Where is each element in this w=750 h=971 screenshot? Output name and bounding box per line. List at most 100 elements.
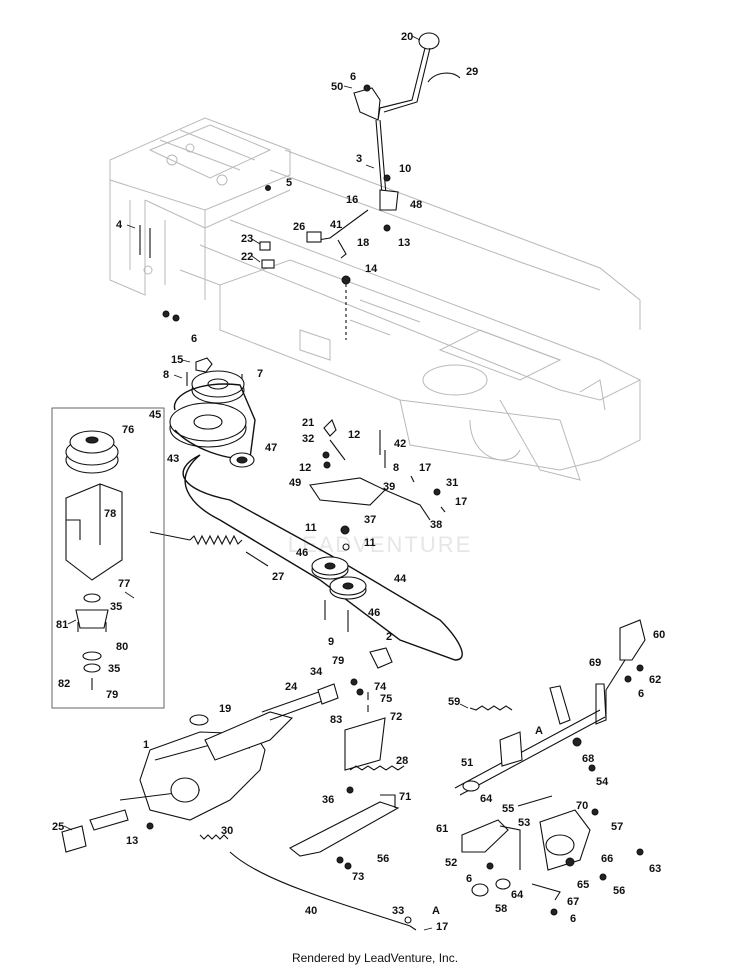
callout-label: 6 [191,333,197,345]
callout-label: 11 [305,522,317,534]
callout-label: 81 [56,619,68,631]
callout-label: 38 [430,519,442,531]
callout-label: 53 [518,817,530,829]
callout-label: 75 [380,693,392,705]
shift-lever-assembly [139,32,461,340]
callout-label: 83 [330,714,342,726]
callout-label: 77 [118,578,130,590]
callout-label: A [432,905,440,917]
callout-label: 5 [286,177,292,189]
callout-label: 11 [364,537,376,549]
callout-label: 60 [653,629,665,641]
callout-label: 14 [365,263,378,275]
callout-label: 47 [265,442,277,454]
callout-label: 62 [649,674,661,686]
pedal-assembly [454,619,646,916]
callout-label: 79 [106,689,118,701]
callout-label: 8 [163,369,169,381]
callout-label: 32 [302,433,314,445]
callout-label: 33 [392,905,404,917]
pulley-assembly [149,357,463,661]
callout-label: 65 [577,879,589,891]
callout-label: 55 [502,803,514,815]
callout-label: 44 [394,573,407,585]
callout-label: 72 [390,711,402,723]
callout-label: 34 [310,666,323,678]
callout-label: 28 [396,755,408,767]
callout-label: 8 [393,462,399,474]
callout-label: 2 [386,631,392,643]
callout-label: 64 [480,793,493,805]
callout-label: 54 [596,776,609,788]
callout-label: 13 [398,237,410,249]
callout-label: 58 [495,903,507,915]
callout-label: 78 [104,508,116,520]
callout-label: 70 [576,800,588,812]
callout-label: 73 [352,871,364,883]
callout-label: 24 [285,681,298,693]
callout-label: 71 [399,791,411,803]
callout-label: 6 [638,688,644,700]
callout-label: 74 [374,681,387,693]
callout-label: 23 [241,233,253,245]
callout-label: 25 [52,821,64,833]
transmission-assembly [61,647,417,931]
callout-label: 80 [116,641,128,653]
callout-label: 37 [364,514,376,526]
callout-label: 40 [305,905,317,917]
callout-label: 6 [350,71,356,83]
callout-label: A [535,725,543,737]
callout-label: 12 [299,462,311,474]
callout-label: 10 [399,163,411,175]
callout-label: 26 [293,221,305,233]
callout-label: 13 [126,835,138,847]
callout-label: 52 [445,857,457,869]
callout-label: 64 [511,889,524,901]
callout-label: 43 [167,453,179,465]
callout-label: 45 [149,409,161,421]
callout-label: 6 [570,913,576,925]
inset-box [51,407,165,709]
callout-label: 68 [582,753,594,765]
callout-label: 15 [171,354,183,366]
callout-label: 42 [394,438,406,450]
callout-label: 35 [110,601,122,613]
callout-label: 4 [116,219,123,231]
callout-label: 1 [143,739,149,751]
callout-label: 17 [419,462,431,474]
callout-label: 6 [466,873,472,885]
callout-label: 48 [410,199,422,211]
callout-label: 82 [58,678,70,690]
callout-label: 76 [122,424,134,436]
callout-label: 16 [346,194,358,206]
callout-label: 31 [446,477,458,489]
callout-label: 56 [613,885,625,897]
callout-label: 18 [357,237,369,249]
callout-label: 12 [348,429,360,441]
callout-label: 29 [466,66,478,78]
callout-label: 17 [436,921,448,933]
footer-credit: Rendered by LeadVenture, Inc. [291,951,459,965]
callout-label: 30 [221,825,233,837]
callout-label: 39 [383,481,395,493]
callout-label: 50 [331,81,343,93]
tractor-frame [109,117,641,481]
callout-label: 66 [601,853,613,865]
callout-label: 27 [272,571,284,583]
callout-label: 51 [461,757,473,769]
callout-label: 36 [322,794,334,806]
callout-label: 59 [448,696,460,708]
callout-label: 3 [356,153,362,165]
watermark: LEADVENTURE [288,532,473,557]
callout-label: 67 [567,896,579,908]
callout-label: 79 [332,655,344,667]
callout-label: 56 [377,853,389,865]
callout-label: 19 [219,703,231,715]
callout-label: 46 [296,547,308,559]
callout-label: 20 [401,31,413,43]
callout-label: 17 [455,496,467,508]
callout-label: 46 [368,607,380,619]
callout-label: 21 [302,417,314,429]
callout-labels: 20 29 6 50 3 10 5 16 48 4 26 41 13 23 18… [52,31,665,933]
